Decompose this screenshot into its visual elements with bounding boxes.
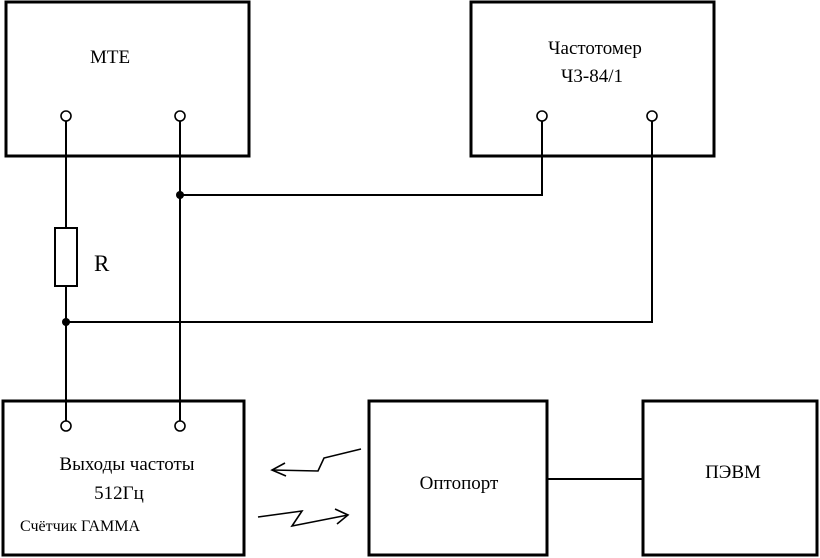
counter-terminal-right	[174, 420, 186, 432]
mte-terminal-right	[174, 110, 186, 122]
pc-label: ПЭВМ	[705, 462, 761, 483]
mte-label: МТЕ	[90, 47, 130, 68]
resistor: R	[54, 227, 110, 287]
resistor-body	[54, 227, 78, 287]
wiring	[62, 121, 653, 480]
resistor-label: R	[94, 251, 110, 276]
counter-name-label: Счётчик ГАММА	[20, 518, 141, 535]
counter-outputs-label: Выходы частоты	[59, 454, 194, 475]
frequency-meter-terminal-left	[536, 110, 548, 122]
junction-dot-lower	[62, 318, 70, 326]
pc-block: ПЭВМ	[641, 399, 819, 557]
optical-link	[257, 448, 362, 528]
wire-to-frequency-meter-right	[66, 121, 653, 323]
wire-to-frequency-meter-left	[180, 121, 543, 196]
frequency-meter-title: Частотомер	[548, 38, 642, 59]
optoport-block: Оптопорт	[367, 399, 549, 557]
counter-block: Выходы частоты 512Гц Счётчик ГАММА	[1, 399, 246, 557]
mte-box	[4, 0, 251, 158]
frequency-meter-model: Ч3-84/1	[561, 66, 623, 87]
optical-link-arrow-to-optoport	[257, 508, 350, 528]
mte-block: МТЕ	[4, 0, 251, 158]
junction-dot-upper	[176, 191, 184, 199]
counter-box	[1, 399, 246, 557]
frequency-meter-terminal-right	[646, 110, 658, 122]
mte-terminal-left	[60, 110, 72, 122]
optical-link-arrow-to-counter	[270, 448, 362, 477]
pc-box	[641, 399, 819, 557]
counter-frequency-label: 512Гц	[94, 483, 144, 504]
counter-terminal-left	[60, 420, 72, 432]
frequency-meter-block: Частотомер Ч3-84/1	[469, 0, 716, 158]
optoport-box	[367, 399, 549, 557]
frequency-meter-box	[469, 0, 716, 158]
optoport-label: Оптопорт	[420, 473, 499, 494]
